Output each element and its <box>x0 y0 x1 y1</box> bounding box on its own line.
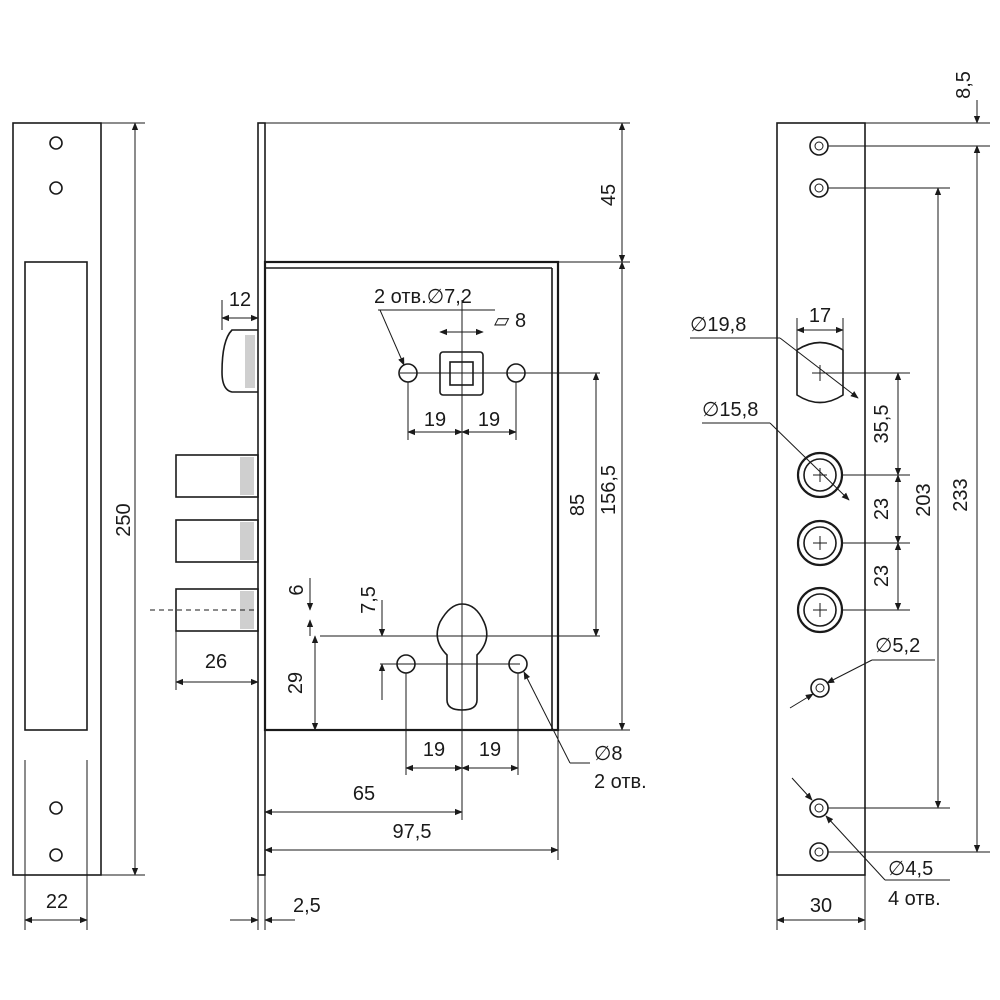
strike-mount-dia-label: ∅4,5 <box>888 858 933 880</box>
strike-inner-height-label: 203 <box>913 483 935 516</box>
lower-spacing-left-label: 19 <box>423 739 445 761</box>
strike-plate-view: 8,5 233 203 35,5 23 23 ∅19,8 17 ∅15,8 <box>690 71 990 930</box>
lower-holes-count-label: 2 отв. <box>594 771 647 793</box>
body-height-label: 156,5 <box>598 465 620 515</box>
lower-spacing-right-label: 19 <box>479 739 501 761</box>
strike-top-label: 8,5 <box>953 71 975 99</box>
spindle-holes-label: 2 отв.∅7,2 <box>374 286 472 308</box>
faceplate-view: 250 22 <box>12 122 145 930</box>
latch-thickness-label: 12 <box>229 289 251 311</box>
strike-latch-dia-label: ∅19,8 <box>690 314 746 336</box>
strike-spacing-3-label: 23 <box>871 565 893 587</box>
strike-screw-dia-label: ∅5,2 <box>875 635 920 657</box>
strike-width-label: 30 <box>810 895 832 917</box>
bolt-throw-label: 26 <box>205 651 227 673</box>
spindle-square-label: ⏥ 8 <box>494 310 526 332</box>
lock-body-view: 12 45 156,5 85 2 отв.∅7,2 ⏥ 8 19 19 6 <box>150 122 647 930</box>
faceplate-height-label: 250 <box>113 503 135 536</box>
case-width-label: 97,5 <box>393 821 432 843</box>
strike-spacing-1-label: 35,5 <box>871 405 893 444</box>
faceplate-width-label: 22 <box>46 891 68 913</box>
plate-thickness-label: 2,5 <box>293 895 321 917</box>
bolt-dim-label: 6 <box>286 584 308 595</box>
cylinder-offset-label: 7,5 <box>358 586 380 614</box>
backset-label: 65 <box>353 783 375 805</box>
strike-outer-height-label: 233 <box>950 478 972 511</box>
strike-mount-count-label: 4 отв. <box>888 888 941 910</box>
lower-holes-dia-label: ∅8 <box>594 743 623 765</box>
top-offset-label: 45 <box>598 184 620 206</box>
spindle-to-cylinder-label: 85 <box>567 494 589 516</box>
strike-latch-width-label: 17 <box>809 305 831 327</box>
upper-spacing-left-label: 19 <box>424 409 446 431</box>
cylinder-to-bottom-label: 29 <box>285 672 307 694</box>
upper-spacing-right-label: 19 <box>478 409 500 431</box>
strike-bolt-dia-label: ∅15,8 <box>702 399 758 421</box>
strike-spacing-2-label: 23 <box>871 498 893 520</box>
